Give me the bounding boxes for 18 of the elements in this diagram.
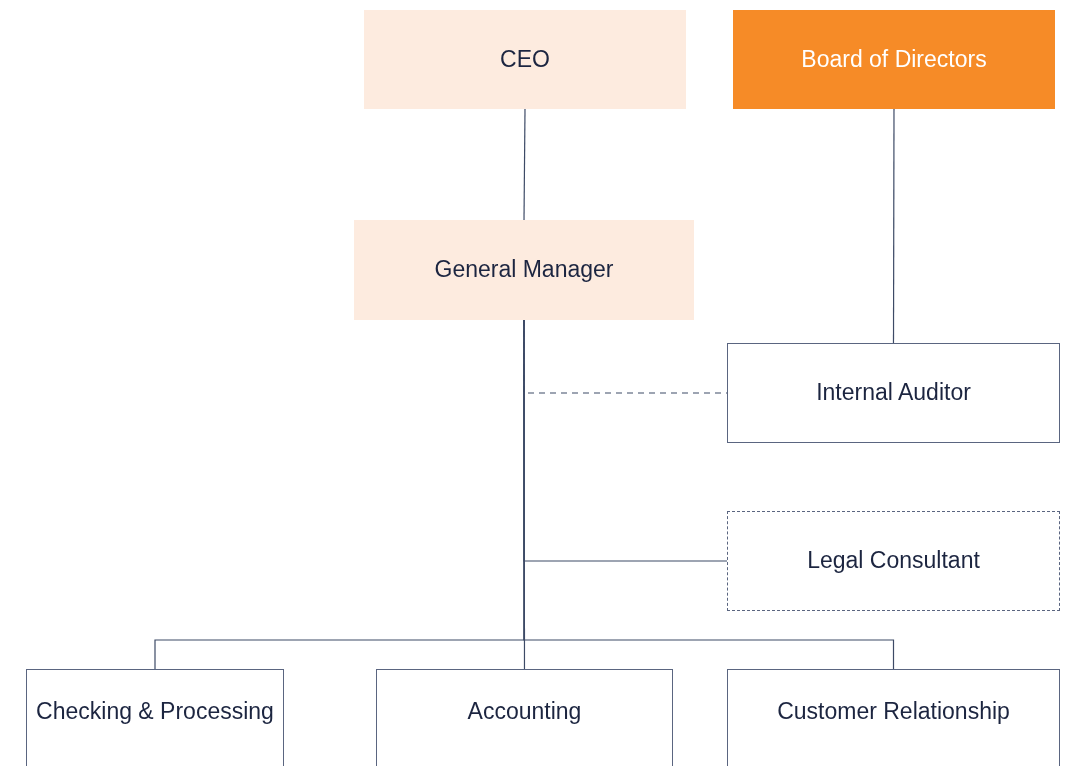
connector-line xyxy=(523,108,526,221)
org-chart-box xyxy=(364,10,686,109)
box-label: Legal Consultant xyxy=(807,546,980,576)
box-label: General Manager xyxy=(434,255,614,285)
box-label: Accounting xyxy=(467,697,582,727)
box-label: Internal Auditor xyxy=(816,378,971,408)
org-chart-box xyxy=(727,511,1060,611)
org-chart-box xyxy=(354,220,694,320)
box-label: Checking & Processing xyxy=(36,697,274,727)
org-chart-box xyxy=(727,669,1060,766)
org-chart-box xyxy=(376,669,673,766)
org-chart-box xyxy=(733,10,1055,109)
box-label: Customer Relationship xyxy=(777,697,1010,727)
box-label: CEO xyxy=(500,44,550,74)
org-chart-box xyxy=(26,669,284,766)
org-chart-box xyxy=(727,343,1060,443)
box-label: Board of Directors xyxy=(801,44,987,74)
connector-line xyxy=(892,108,895,344)
